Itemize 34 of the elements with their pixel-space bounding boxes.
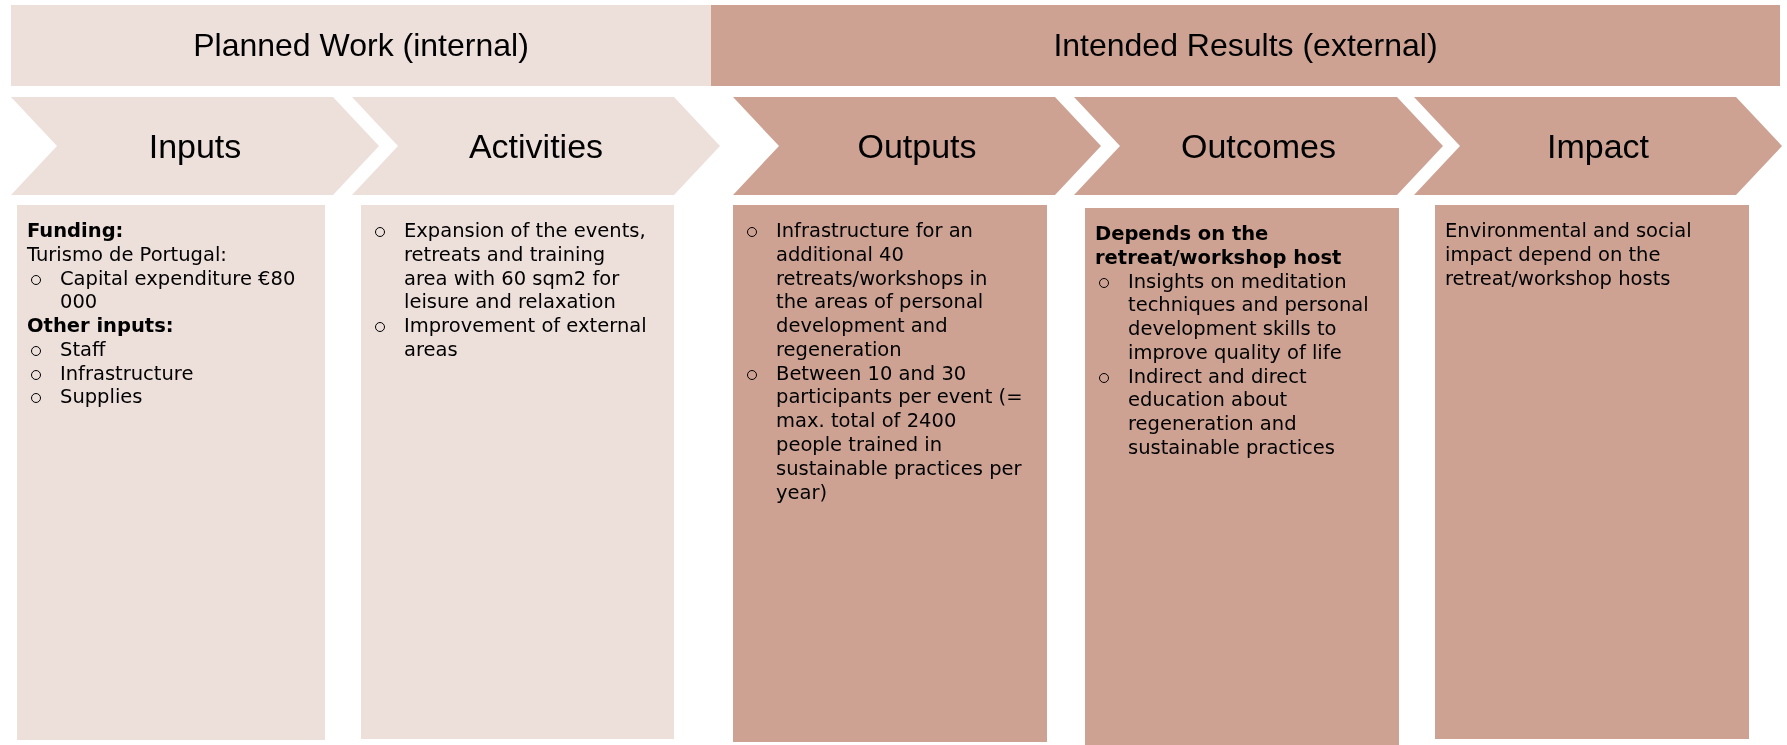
stage-chevron-banner xyxy=(352,97,720,195)
content-panel xyxy=(733,205,1047,742)
bullet-item: Between 10 and 30 participants per event (= max. total of 2400 people trained in sustainable practices per year) xyxy=(743,361,1025,505)
bullet-item: Infrastructure for an additional 40 retreats/workshops in the areas of personal development and regeneration xyxy=(743,219,1025,362)
stage-chevron-banner xyxy=(11,97,379,195)
section-title: Planned Work (internal) xyxy=(193,27,529,64)
stage-title: Outcomes xyxy=(1181,126,1336,166)
panel-text: Environmental and social impact depend on the retreat/workshop hosts xyxy=(1445,219,1693,291)
stage-chevron-banner xyxy=(1074,97,1443,195)
panel-heading: Other inputs: xyxy=(27,314,175,338)
content-panel xyxy=(17,205,325,740)
panel-heading: Funding: xyxy=(27,219,125,243)
stage-title: Inputs xyxy=(148,126,242,166)
section-header-band xyxy=(711,5,1780,86)
content-panel xyxy=(1085,208,1399,745)
bullet-item: Infrastructure xyxy=(27,361,303,386)
section-title: Intended Results (external) xyxy=(1053,27,1438,64)
bullet-item: Improvement of external areas xyxy=(371,314,652,362)
bullet-item: Capital expenditure €80 000 xyxy=(27,266,303,315)
panel-text: Turismo de Portugal: xyxy=(27,242,228,267)
bullet-item: Expansion of the events, retreats and training area with 60 sqm2 for leisure and relaxation xyxy=(371,219,652,315)
bullet-item: Insights on meditation techniques and personal development skills to improve quality of life xyxy=(1095,269,1377,365)
panel-heading: Depends on the retreat/workshop host xyxy=(1095,222,1343,270)
stage-title: Impact xyxy=(1546,126,1649,166)
bullet-item: Indirect and direct education about regeneration and sustainable practices xyxy=(1095,364,1377,460)
stage-chevron-banner xyxy=(733,97,1101,195)
content-panel xyxy=(1435,205,1749,739)
section-header-band xyxy=(11,5,711,86)
stage-title: Outputs xyxy=(857,126,977,166)
content-panel xyxy=(361,205,674,739)
bullet-item: Supplies xyxy=(27,385,303,410)
stage-title: Activities xyxy=(468,126,604,166)
stage-chevron-banner xyxy=(1414,97,1782,195)
bullet-item: Staff xyxy=(27,337,303,362)
